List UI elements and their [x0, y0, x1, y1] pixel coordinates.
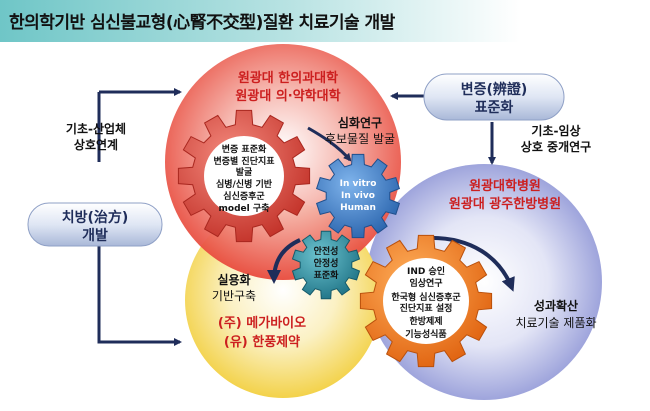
research-label-head: 심화연구 [338, 115, 382, 130]
page-title: 한의학기반 심신불교형(心腎不交型)질환 치료기술 개발 [9, 13, 395, 33]
gear-orange-text-5: 한방제제 [409, 315, 442, 327]
gear-red-face [204, 136, 284, 216]
research-label-sub: 후보물질 발굴 [325, 132, 395, 146]
pill-pattern-standardization [423, 73, 565, 121]
gear-teal-text-2: 안정성 [314, 257, 339, 269]
gear-orange-text-3: 한국형 심신증후군 [391, 291, 461, 303]
yellow-circle-title2: (유) 한풍제약 [224, 334, 300, 350]
gear-blue-text-2: In vivo [341, 191, 375, 201]
title-bar: 한의학기반 심신불교형(心腎不交型)질환 치료기술 개발 [0, 0, 650, 42]
gear-red-text-3: 발굴 [236, 166, 253, 178]
pill-left-line1: 치방(治方) [62, 209, 129, 226]
pill-left-line2: 개발 [82, 227, 108, 244]
practical-label-sub: 기반구축 [212, 289, 256, 303]
right-link-line1: 기초-임상 [531, 123, 580, 138]
yellow-circle-title1: (주) 메가바이오 [218, 315, 306, 331]
gear-orange-face [383, 258, 469, 344]
results-label-sub: 치료기술 제품화 [515, 316, 596, 330]
arrow-to-practical [267, 238, 301, 284]
gear-blue-text-3: Human [340, 203, 376, 213]
pill-formula-development [27, 202, 163, 247]
gear-orange-text-4: 진단지표 설정 [400, 302, 453, 314]
gear-red-text-5: 심신증후군 [223, 190, 265, 202]
right-link-line2: 상호 중개연구 [521, 139, 591, 154]
gear-icon-blue [315, 153, 401, 239]
red-circle-title2: 원광대 의·약학대학 [235, 88, 340, 104]
gear-red-text-2: 변증별 진단지표 [213, 155, 275, 167]
results-label-head: 성과확산 [534, 298, 578, 313]
blue-circle-title1: 원광대학병원 [469, 178, 541, 194]
arrow-to-results [424, 235, 515, 292]
gear-blue-text-1: In vitro [340, 179, 377, 189]
gear-icon-teal [291, 230, 361, 300]
pill-right-line1: 변증(辨證) [461, 81, 528, 98]
gear-orange-text-6: 기능성식품 [405, 328, 446, 340]
left-link-line1: 기초-산업체 [66, 121, 126, 136]
practical-label-head: 실용화 [217, 272, 250, 287]
red-circle-title1: 원광대 한의과대학 [238, 70, 338, 86]
pill-right-line2: 표준화 [475, 100, 514, 116]
gear-red-text-6: model 구축 [219, 202, 270, 214]
blue-circle-title2: 원광대 광주한방병원 [449, 196, 561, 212]
arrow-to-yellow-circle [97, 243, 182, 346]
left-link-line2: 상호연계 [74, 137, 118, 152]
gear-red-text-1: 변증 표준화 [222, 143, 267, 155]
arrow-gear-red-to-blue [307, 126, 352, 162]
gear-orange-text-2: 임상연구 [409, 277, 442, 289]
gear-teal-text-3: 표준화 [314, 269, 340, 281]
gear-red-text-4: 심병/신병 기반 [216, 178, 273, 190]
gear-teal-text-1: 안전성 [314, 245, 339, 257]
gear-orange-text-1: IND 승인 [407, 266, 445, 277]
